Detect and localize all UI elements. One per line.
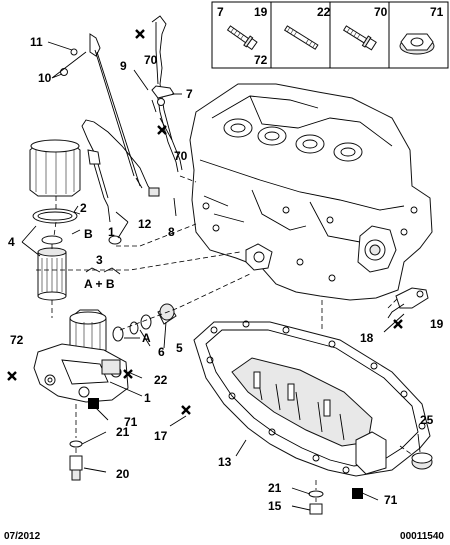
callout-A: A	[142, 331, 151, 345]
washer-21	[69, 440, 83, 448]
callout-3: 3	[96, 253, 103, 267]
dipstick-guide-tube	[151, 15, 167, 85]
legend-label-70: 70	[374, 5, 388, 19]
hex-bolt-icon	[342, 25, 377, 51]
callout-13: 13	[218, 455, 232, 469]
hex-nut-icon	[399, 33, 435, 55]
callout-18: 18	[360, 331, 374, 345]
legend-box-bolt: 70	[342, 5, 388, 51]
diagram-reference-number: 00011540	[400, 531, 444, 542]
o-ring-7	[157, 98, 165, 106]
o-ring-11	[70, 48, 78, 56]
callout-5: 5	[176, 341, 183, 355]
block-outline	[189, 83, 433, 301]
drain-plug-15	[309, 503, 323, 515]
callout-2: 2	[80, 201, 87, 215]
callout-25: 25	[420, 413, 434, 427]
sensor-connector	[148, 187, 160, 197]
oil-filter-parts	[29, 139, 81, 301]
callout-71-housing: 71	[124, 415, 138, 429]
legend-label-72: 72	[254, 53, 268, 67]
callout-19: 19	[430, 317, 444, 331]
sensor-head	[87, 149, 101, 165]
guide-bracket	[151, 85, 175, 99]
filter-o-ring	[41, 235, 63, 245]
legend-box-nut: 71	[399, 5, 444, 55]
block-boss	[245, 243, 273, 271]
diagram-date: 07/2012	[4, 531, 41, 542]
bracket-18	[387, 287, 429, 319]
callout-B: B	[84, 227, 93, 241]
oil-pressure-switch	[69, 455, 83, 471]
callout-20: 20	[116, 467, 130, 481]
seal-6	[129, 321, 139, 335]
square-marker	[352, 488, 363, 499]
block-top-deck	[211, 95, 393, 147]
leader-lines	[21, 41, 421, 511]
housing-body	[33, 343, 129, 403]
legend-box-stud: 22	[283, 5, 331, 50]
oil-level-sensor	[81, 119, 160, 245]
callout-72: 72	[10, 333, 24, 347]
callout-4: 4	[8, 235, 15, 249]
cross-marker	[7, 371, 17, 381]
legend-label-22: 22	[317, 5, 331, 19]
callout-21-housing: 21	[116, 425, 130, 439]
sensor-wire	[81, 119, 155, 195]
legend-box-bolt-washer: 7 19 72	[217, 5, 268, 67]
oil-sump	[193, 320, 433, 515]
cylinder-bore-1	[223, 118, 253, 138]
callout-15: 15	[268, 499, 282, 513]
legend-label-19: 19	[254, 5, 268, 19]
callout-12: 12	[138, 217, 152, 231]
callout-70-top: 70	[144, 53, 158, 67]
flange-bolt-icon	[226, 25, 258, 51]
dipstick-handle	[89, 33, 101, 57]
callout-11: 11	[30, 35, 43, 49]
filter-cap-seal	[32, 208, 78, 224]
cross-marker	[135, 29, 145, 39]
dipstick-rod	[96, 51, 141, 187]
callout-17: 17	[154, 429, 168, 443]
legend-label-7: 7	[217, 5, 224, 19]
callout-7: 7	[186, 87, 193, 101]
stud-icon	[283, 25, 319, 50]
callout-A-plus-B: A + B	[84, 277, 115, 291]
callout-10: 10	[38, 71, 52, 85]
callout-21-sump: 21	[268, 481, 282, 495]
oil-filter-housing	[33, 309, 129, 481]
seal-A	[112, 326, 124, 342]
callout-1-top: 1	[108, 225, 115, 239]
cross-marker	[157, 125, 167, 135]
fastener-legend: 7 19 72 22 70	[211, 1, 449, 69]
square-marker	[88, 398, 99, 409]
assembly-dash-lines	[36, 175, 415, 502]
callouts: 11 10 9 70 7 70 2 B 4 12 1 8 3 A + B 72 …	[8, 35, 444, 513]
sensor-probe	[93, 163, 111, 223]
callout-70-mid: 70	[174, 149, 188, 163]
callout-22: 22	[154, 373, 168, 387]
engine-block	[189, 83, 433, 301]
callout-71-sump: 71	[384, 493, 398, 507]
legend-label-71: 71	[430, 5, 444, 19]
sump-drain-boss	[355, 431, 387, 475]
callout-8: 8	[168, 225, 175, 239]
cross-marker	[123, 369, 133, 379]
washer-21b	[308, 490, 324, 498]
callout-9: 9	[120, 59, 127, 73]
cylinder-bore-4	[333, 142, 363, 162]
cross-marker	[181, 405, 191, 415]
cylinder-bore-2	[257, 126, 287, 146]
callout-1-housing: 1	[144, 391, 151, 405]
cylinder-bore-3	[295, 134, 325, 154]
cross-marker	[393, 319, 403, 329]
torque-markers	[7, 29, 403, 499]
callout-6: 6	[158, 345, 165, 359]
